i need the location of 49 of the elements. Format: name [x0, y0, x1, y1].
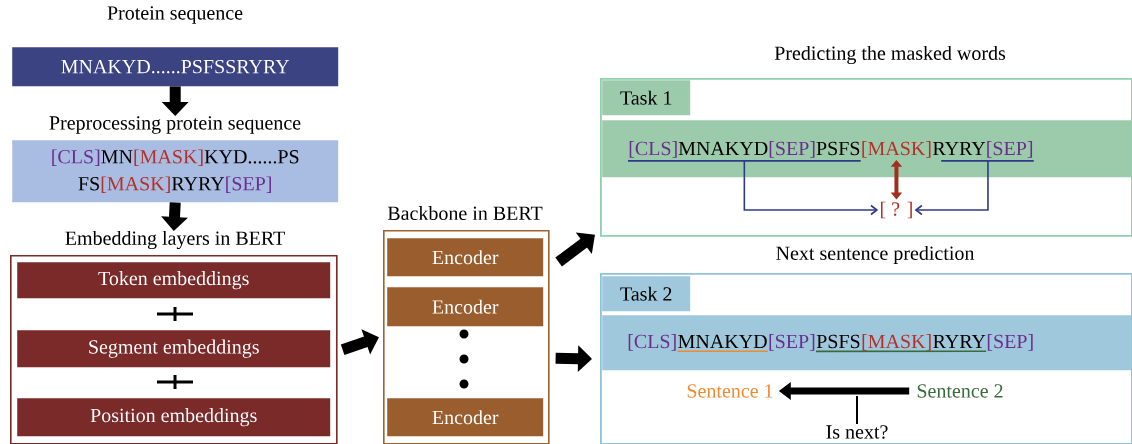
node-label: PSFS: [816, 141, 860, 156]
sequence-box: MNAKYD......PSFSSRYRY: [12, 47, 339, 87]
node-label: MNAKYD: [678, 334, 767, 349]
heading: Protein sequence: [107, 6, 243, 24]
node-label: KYD......PS: [204, 150, 299, 164]
sentence-label: Sentence 1: [687, 384, 773, 398]
encoder-bar: Encoder: [387, 238, 544, 277]
node-label: [SEP]: [769, 141, 815, 158]
heading: Next sentence prediction: [776, 245, 975, 265]
heading: Predicting the masked words: [774, 45, 1006, 65]
block-arrow: [555, 232, 595, 267]
arrow: [914, 160, 989, 216]
node-label: [CLS]: [628, 334, 676, 351]
encoder-bar: Encoder: [387, 287, 544, 327]
node-label: FS: [78, 177, 99, 191]
sequence-box: [CLS]MN[MASK]KYD......PS FS[MASK]RYRY[SEP]: [12, 140, 339, 203]
node-label: [MASK]: [134, 149, 203, 166]
task-tab: Task 1: [602, 80, 691, 116]
sequence-text: [CLS]MNAKYD[SEP]PSFS: [629, 141, 860, 158]
node-label: PSFS: [816, 334, 860, 349]
answer-token: [ ? ]: [881, 201, 912, 219]
question-label: Is next?: [826, 425, 888, 439]
sequence-text: RYRY[SEP]: [932, 141, 1033, 158]
mask-token: [MASK]: [862, 141, 931, 158]
heading: Backbone in BERT: [387, 205, 543, 220]
node-label: MNAKYD: [678, 141, 768, 156]
node-label: [SEP]: [226, 176, 271, 193]
node-label: RYRY: [933, 334, 986, 348]
embedding-bar: Position embeddings: [17, 398, 331, 437]
sequence-text: [CLS]MNAKYD[SEP]PSFS[MASK]RYRY[SEP]: [628, 334, 1033, 351]
embedding-bar: Segment embeddings: [17, 330, 331, 368]
node-label: RYRY: [171, 177, 225, 191]
sequence-band: [602, 120, 1132, 178]
node-label: [MASK]: [101, 176, 170, 193]
task-tab: Task 2: [602, 276, 691, 312]
heading: Preprocessing protein sequence: [49, 116, 301, 134]
node-label: MN: [101, 150, 133, 164]
heading: Embedding layers in BERT: [65, 230, 285, 250]
node-label: [CLS]: [629, 141, 677, 158]
node-label: [CLS]: [52, 149, 100, 166]
node-label: [MASK]: [862, 334, 931, 351]
encoder-bar: Encoder: [387, 398, 544, 437]
sentence-label: Sentence 2: [917, 384, 1003, 398]
node-label: [SEP]: [769, 334, 815, 351]
arrow: [743, 160, 879, 216]
embedding-bar: Token embeddings: [17, 262, 331, 299]
block-arrow: [340, 329, 379, 355]
node-label: [SEP]: [987, 334, 1033, 351]
leader-line: [856, 395, 858, 426]
